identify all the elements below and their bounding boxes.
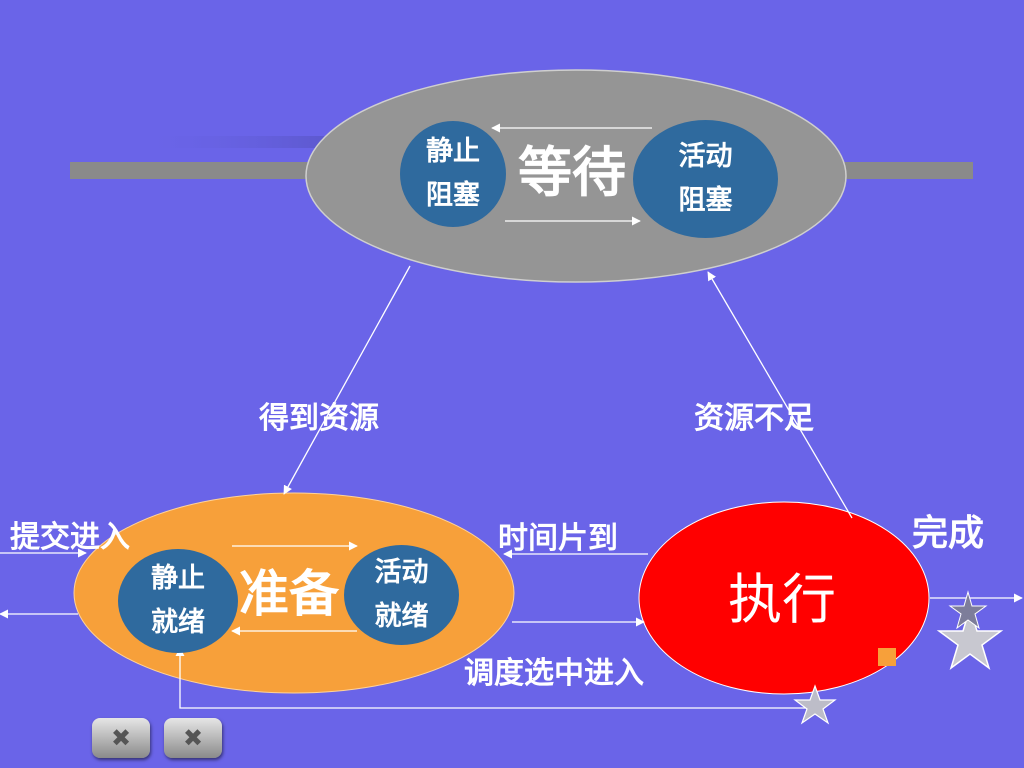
run-state-ellipse [638,501,930,695]
wait-active-blocked-line1: 活动 [678,141,733,172]
ready-static-line1: 静止 [151,563,205,594]
label-dispatch: 调度选中进入 [464,656,644,691]
previous-icon: ✖ [110,724,132,752]
previous-button[interactable]: ✖ [92,718,150,758]
ready-active-line2: 就绪 [374,601,429,632]
wait-static-blocked-line2: 阻塞 [426,180,480,211]
ready-state-label: 准备 [239,565,339,623]
star-icon-small [793,684,837,725]
label-timeslice: 时间片到 [498,521,618,556]
arrow-return-loop [175,647,806,709]
ready-active-circle: 活动 就绪 [344,545,459,645]
decor-bar-shadow [130,136,350,148]
ready-static-circle: 静止 就绪 [118,549,238,653]
wait-active-blocked-line2: 阻塞 [678,185,733,216]
label-lack-resource: 资源不足 [694,401,814,436]
wait-state-label: 等待 [518,141,626,204]
run-decor-square [878,648,896,666]
next-icon: ✖ [182,724,204,752]
next-button[interactable]: ✖ [164,718,222,758]
label-submit: 提交进入 [10,520,130,555]
wait-active-blocked-circle: 活动 阻塞 [633,120,778,238]
wait-static-blocked-line1: 静止 [426,136,480,167]
arrow-lack-resource [707,271,853,519]
label-get-resource: 得到资源 [259,401,379,436]
star-icon-large [936,605,1004,670]
label-finish: 完成 [912,513,985,554]
ready-static-line2: 就绪 [151,607,205,638]
arrow-get-resource [283,265,411,495]
wait-static-blocked-circle: 静止 阻塞 [400,121,506,227]
ready-active-line1: 活动 [374,557,429,588]
run-state-label: 执行 [728,568,836,631]
star-icon-back [948,590,988,630]
